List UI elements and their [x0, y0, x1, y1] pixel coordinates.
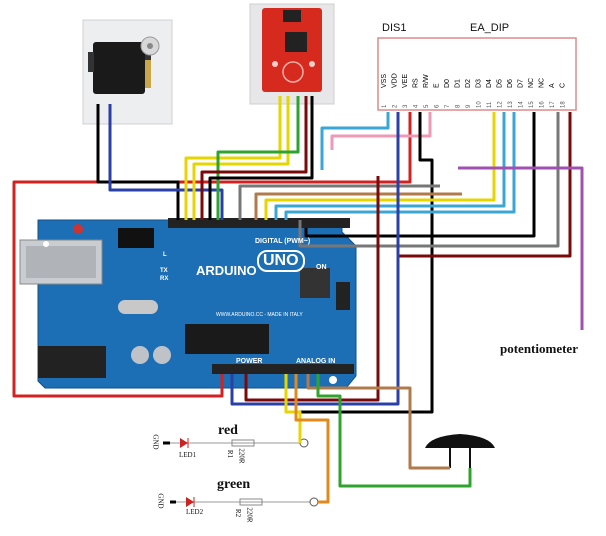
servo-module — [82, 19, 173, 125]
wire-yellow — [192, 96, 290, 220]
wire-yellow — [184, 96, 282, 220]
wire-darkred — [398, 112, 572, 258]
rx-led-label: RX — [160, 276, 169, 282]
lcd-pin-label: E — [434, 83, 441, 88]
lcd-pin-number: 16 — [540, 101, 546, 108]
wire-black — [304, 112, 536, 238]
wire-yellow — [284, 374, 302, 443]
l-led-label: L — [163, 252, 167, 258]
wire-gray — [238, 184, 440, 220]
lcd-name-label: DIS1 — [382, 22, 407, 34]
wire-darkred — [200, 96, 308, 220]
lcd-pin-number: 7 — [445, 104, 451, 108]
wire-black — [300, 112, 434, 414]
lcd-pin-number: 6 — [435, 104, 441, 108]
lcd-pin-number: 17 — [550, 101, 556, 108]
wire-brown — [254, 192, 462, 220]
lcd-pin-label: VEE — [402, 74, 409, 88]
lcd-pin-number: 8 — [456, 104, 462, 108]
lcd-pin-number: 13 — [508, 101, 514, 108]
lcd-pin-number: 1 — [382, 104, 388, 108]
wire-brown — [306, 374, 450, 470]
analog-header-label: ANALOG IN — [296, 358, 336, 365]
wire-lightblue — [274, 112, 506, 220]
lcd-pin-number: 14 — [519, 101, 525, 108]
lcd-pin-number: 12 — [498, 101, 504, 108]
wire-lightblue — [320, 112, 390, 170]
potentiometer-label: potentiometer — [500, 341, 578, 356]
led2-label: LED2 — [186, 508, 204, 516]
arduino-logo-text: ARDUINO — [196, 263, 257, 278]
lcd-pin-label: D3 — [476, 79, 483, 88]
wire-yellow — [264, 112, 496, 220]
wire-orange — [294, 374, 330, 504]
green-gnd-label: GND — [156, 493, 165, 509]
website-label: WWW.ARDUINO.CC - MADE IN ITALY — [216, 312, 303, 318]
r1-value-label: 220R — [237, 448, 246, 464]
wire-pink — [330, 112, 432, 150]
lcd-pin-label: D5 — [497, 79, 504, 88]
led-circuit-green — [170, 497, 319, 507]
r1-label: R1 — [226, 449, 235, 459]
lcd-pin-number: 4 — [414, 104, 420, 108]
r2-label: R2 — [234, 508, 243, 518]
lcd-pin-number: 5 — [424, 104, 430, 108]
lcd-pin-label: C — [560, 83, 567, 88]
sensor-module — [249, 3, 335, 105]
lcd-pin-number: 3 — [403, 104, 409, 108]
wire-red — [12, 112, 412, 398]
lcd-pin-label: NC — [528, 78, 535, 88]
wire-black — [208, 96, 314, 220]
wire-black — [96, 104, 180, 220]
lcd-pin-label: NC — [539, 78, 546, 88]
wire-blue — [230, 112, 400, 406]
lcd-pin-number: 15 — [529, 101, 535, 108]
wire-darkred — [244, 176, 380, 402]
lcd-pin-label: D0 — [444, 79, 451, 88]
lcd-pin-number: 2 — [393, 104, 399, 108]
arduino-board — [19, 218, 357, 389]
lcd-pin-number: 9 — [466, 104, 472, 108]
lcd-pin-label: R/W — [423, 74, 430, 88]
wire-purple — [458, 166, 584, 330]
lcd-pin-number: 11 — [487, 101, 493, 108]
r2-value-label: 220R — [245, 507, 254, 523]
wire-gray — [298, 112, 560, 248]
lcd-pin-label: RS — [413, 78, 420, 88]
lcd-part-label: EA_DIP — [470, 22, 510, 34]
lcd-pin-label: D2 — [465, 79, 472, 88]
on-led-label: ON — [316, 264, 327, 271]
power-header-label: POWER — [236, 358, 263, 365]
led1-label: LED1 — [179, 451, 197, 459]
wire-green — [316, 374, 472, 488]
arduino-model-text: UNO — [257, 250, 305, 272]
lcd-pin-label: D4 — [486, 79, 493, 88]
red-led-label: red — [218, 423, 238, 438]
lcd-pin-label: D6 — [507, 79, 514, 88]
green-led-label: green — [217, 477, 251, 492]
lcd-pin-number: 18 — [561, 101, 567, 108]
wire-blue — [108, 104, 224, 220]
lcd-pin-label: VDD — [392, 73, 399, 88]
lcd-pin-number: 10 — [477, 101, 483, 108]
lcd-pin-label: D7 — [518, 79, 525, 88]
lcd-pin-label: VSS — [381, 74, 388, 88]
led-circuit-red — [163, 438, 309, 448]
lcd-display: VSS 1 VDD 2 VEE 3 RS 4 R/W 5 E 6 D0 7 D1 8 D2 9 D3 10 D4 11 D5… — [377, 37, 577, 111]
wire-green — [216, 96, 300, 220]
lcd-pin-label: A — [549, 83, 556, 88]
lcd-pin-label: D1 — [455, 79, 462, 88]
wire-lightblue — [284, 112, 516, 220]
red-gnd-label: GND — [151, 434, 160, 450]
tx-led-label: TX — [160, 268, 168, 274]
buzzer — [425, 434, 495, 468]
digital-header-label: DIGITAL (PWM~) — [255, 238, 311, 245]
